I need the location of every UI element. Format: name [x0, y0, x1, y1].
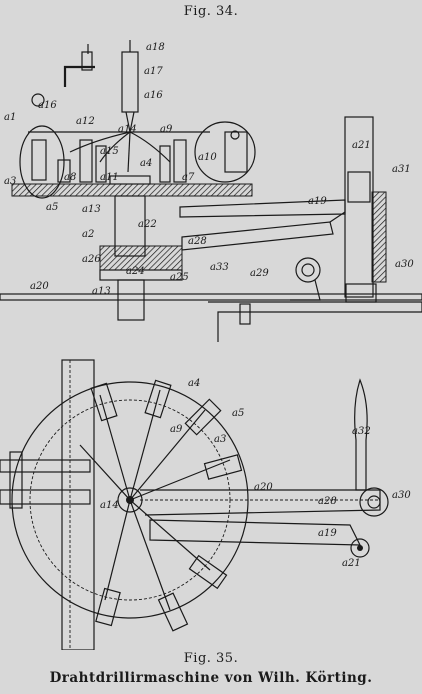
gear-wheel: [99, 245, 183, 271]
label-a13: a13: [82, 204, 101, 215]
spindle-column: [121, 51, 139, 113]
label-b-a9: a9: [170, 424, 183, 435]
label-a3: a3: [4, 176, 16, 187]
lower-lever: [181, 221, 334, 251]
label-a20: a20: [30, 281, 49, 292]
rotating-disc: [11, 183, 253, 197]
wires: [28, 131, 210, 173]
label-a14: a14: [118, 124, 137, 135]
label-b-a5: a5: [232, 408, 244, 419]
spokes: [79, 389, 231, 611]
label-a1: a1: [4, 112, 16, 123]
label-b-a19: a19: [318, 528, 337, 539]
label-b-a20: a20: [254, 482, 273, 493]
label-a13-lower: a13: [92, 286, 111, 297]
label-a11: a11: [100, 172, 119, 183]
label-b-a14: a14: [100, 500, 119, 511]
label-a30: a30: [395, 259, 414, 270]
label-a17: a17: [144, 66, 163, 77]
label-a21: a21: [352, 140, 371, 151]
label-a5: a5: [46, 202, 58, 213]
label-a28: a28: [188, 236, 207, 247]
label-a18: a18: [146, 42, 165, 53]
label-a2: a2: [82, 229, 94, 240]
arm-a20: [140, 489, 381, 516]
label-a16-left: a16: [38, 100, 57, 111]
label-a22: a22: [138, 219, 157, 230]
top-bracket: [63, 65, 95, 87]
label-b-a4: a4: [188, 378, 200, 389]
label-a15: a15: [100, 146, 119, 157]
label-b-a32: a32: [352, 426, 371, 437]
tool-a32: [354, 378, 368, 491]
left-eye: [31, 93, 45, 107]
label-b-a21: a21: [342, 558, 361, 569]
threaded-rod: [371, 191, 387, 283]
figure-35-label: Fig. 35.: [183, 651, 239, 666]
label-a26: a26: [82, 254, 101, 265]
label-b-a30: a30: [392, 490, 411, 501]
figure-35-drawing: a4 a5 a9 a3 a32 a20 a28 a30 a14 a19 a21: [0, 359, 411, 650]
pivot-a30: [359, 487, 389, 517]
right-reel: [194, 121, 256, 183]
label-a16-right: a16: [144, 90, 163, 101]
label-a4: a4: [140, 158, 152, 169]
spring-coil: [295, 257, 321, 283]
pivot-a21: [350, 538, 370, 558]
vertical-beam: [61, 359, 95, 650]
label-a12: a12: [76, 116, 95, 127]
label-a19: a19: [308, 196, 327, 207]
label-a7: a7: [182, 172, 195, 183]
label-a29: a29: [250, 268, 269, 279]
main-caption: Drahtdrillirmaschine von Wilh. Körting.: [49, 670, 373, 686]
label-a31: a31: [392, 164, 411, 175]
label-a33: a33: [210, 262, 229, 273]
label-b-a3: a3: [214, 434, 226, 445]
label-a10: a10: [198, 152, 217, 163]
label-b-a28: a28: [318, 496, 337, 507]
figure-34-label: Fig. 34.: [183, 4, 239, 19]
label-a9: a9: [160, 124, 173, 135]
label-a25: a25: [170, 272, 189, 283]
bracket-pin: [81, 51, 93, 71]
left-reel: [19, 125, 65, 199]
label-a8: a8: [64, 172, 76, 183]
label-a24: a24: [126, 266, 145, 277]
base-plate: [0, 293, 422, 301]
figure-34-drawing: a18 a17 a16 a16 a1 a12 a14 a9 a15 a4 a10…: [0, 40, 422, 342]
